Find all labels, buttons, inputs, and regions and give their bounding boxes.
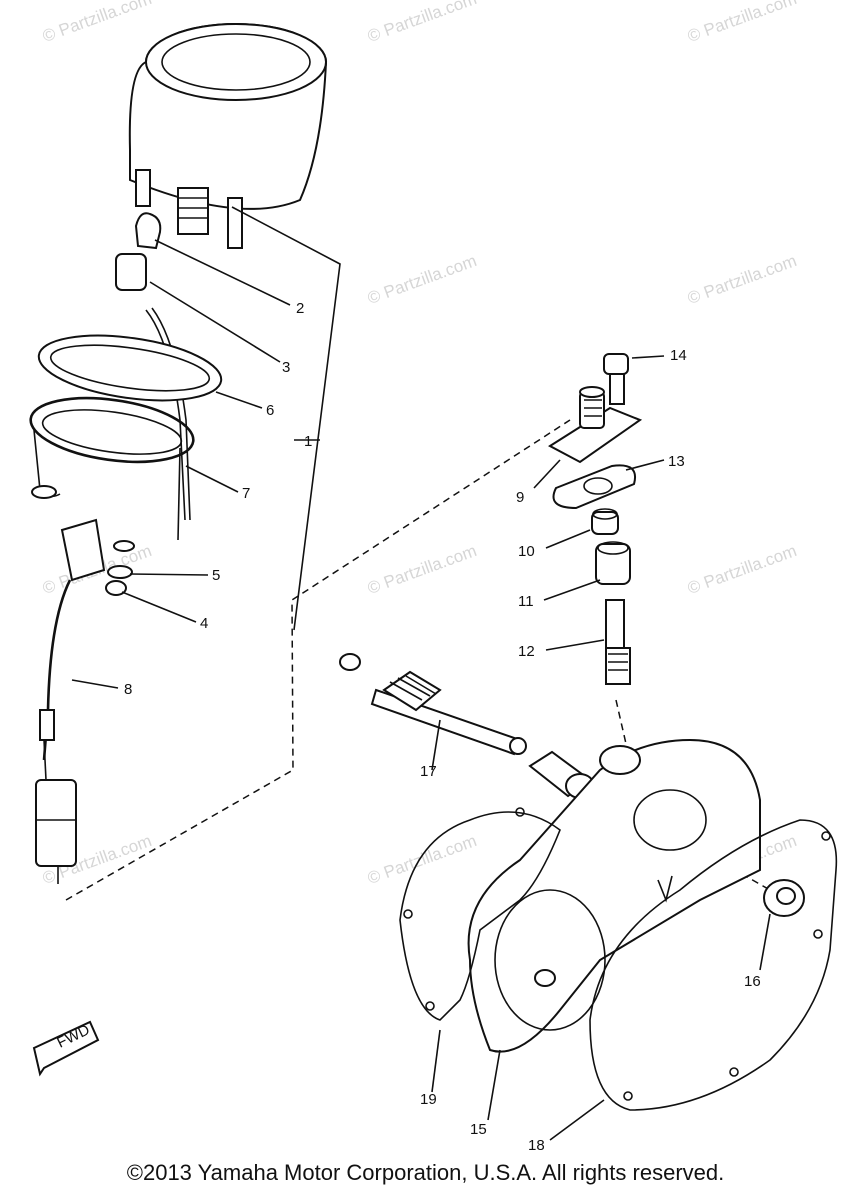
callout-leaders-left (71, 206, 341, 689)
meter-cushion-part (37, 334, 223, 402)
callout-number: 6 (266, 402, 274, 419)
washer-part (107, 565, 133, 579)
forward-direction-arrow: FWD (32, 1020, 100, 1077)
callout-number: 13 (668, 453, 685, 470)
nut-part (105, 580, 127, 596)
meter-drive-fitting-part (533, 386, 643, 489)
drive-shaft-part (339, 653, 527, 771)
callout-number: 8 (124, 681, 132, 698)
oil-seal-part (545, 508, 619, 549)
nut-part (113, 540, 135, 552)
bolt-part (603, 353, 665, 405)
callout-labels: 2 3 6 1 7 5 4 8 14 13 9 10 11 12 17 16 1… (124, 300, 761, 1154)
gasket-part (552, 459, 665, 510)
callout-number: 11 (518, 593, 534, 610)
bushing-part (543, 541, 631, 601)
callout-number: 18 (528, 1137, 545, 1154)
callout-number: 7 (242, 485, 250, 502)
callout-number: 19 (420, 1091, 437, 1108)
speedometer-meter (128, 23, 328, 249)
bulb-part (134, 212, 162, 250)
gasket-right-part (549, 819, 838, 1141)
callout-number: 5 (212, 567, 220, 584)
copyright-notice: ©2013 Yamaha Motor Corporation, U.S.A. A… (126, 1160, 725, 1185)
callout-number: 12 (518, 643, 535, 660)
callout-number: 3 (282, 359, 290, 376)
callout-number: 2 (296, 300, 304, 317)
meter-bracket-part (29, 396, 195, 541)
meter-cable-part (35, 518, 106, 884)
meter-gear-part (545, 599, 631, 685)
oil-seal-part (759, 879, 805, 971)
callout-number: 1 (304, 433, 312, 450)
housing-cover-part (467, 738, 761, 1121)
gasket-left-part (399, 807, 561, 1093)
callout-number: 16 (744, 973, 761, 990)
assembly-guide-line (65, 419, 571, 901)
callout-number: 9 (516, 489, 524, 506)
callout-number: 15 (470, 1121, 487, 1138)
callout-number: 10 (518, 543, 535, 560)
callout-number: 17 (420, 763, 437, 780)
callout-number: 4 (200, 615, 208, 632)
callout-number: 14 (670, 347, 687, 364)
